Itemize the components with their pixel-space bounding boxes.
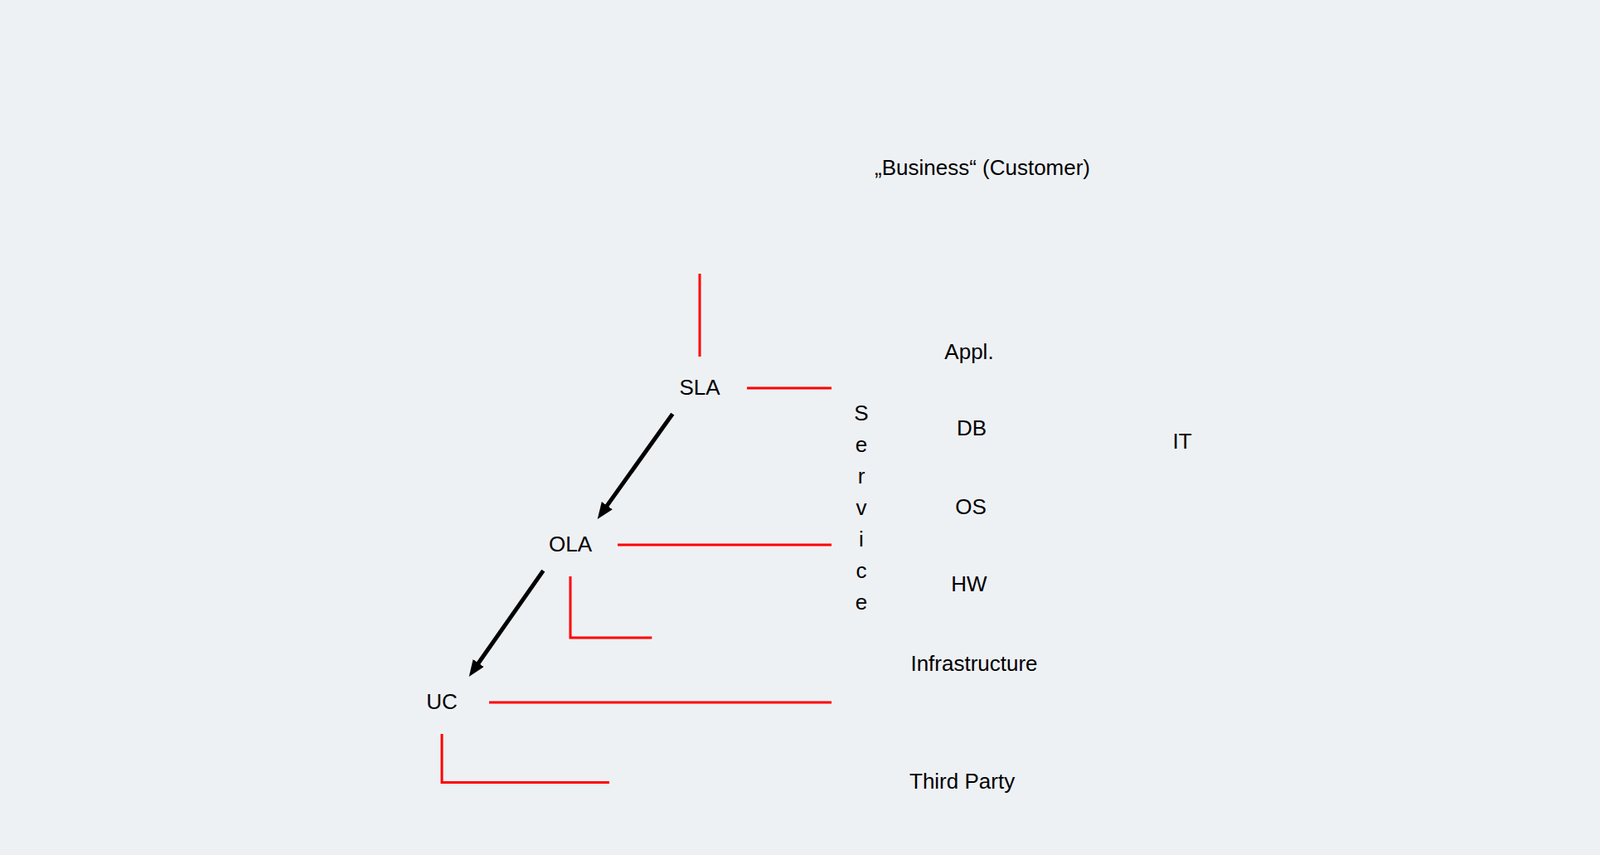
layer-shape xyxy=(798,376,1137,456)
ellipse-shape xyxy=(523,513,617,576)
red-connector xyxy=(489,701,832,704)
third-party-band: Third Party xyxy=(609,742,1332,822)
service-cylinder: Service xyxy=(831,203,892,799)
pyramid-layer: DB xyxy=(798,376,1137,456)
rect-shape xyxy=(1137,403,1227,481)
tunnel-arc xyxy=(1243,0,1560,855)
node-label: OLA xyxy=(548,531,592,558)
node-label: DB xyxy=(956,415,987,442)
node-label: Third Party xyxy=(909,768,1015,795)
node-label: Infrastructure xyxy=(910,650,1038,677)
ceiling-structure xyxy=(0,0,647,216)
pyramid-layer: Appl. xyxy=(861,247,1072,377)
pyramid-layer: HW xyxy=(671,533,1267,613)
layer-shape xyxy=(671,533,1267,613)
agreement-circle: UC xyxy=(394,670,490,734)
node-label: IT xyxy=(1172,428,1192,455)
red-connector xyxy=(570,576,652,638)
red-connector xyxy=(441,733,610,783)
magnet-window xyxy=(132,630,365,821)
tunnel-floor xyxy=(663,679,1600,855)
layer-shape xyxy=(861,247,1072,377)
red-connector xyxy=(698,273,702,357)
red-connector xyxy=(746,387,832,390)
pyramid-layer: OS xyxy=(734,455,1202,534)
cylinder-top xyxy=(831,203,892,228)
node-label: SLA xyxy=(678,374,720,401)
ellipse-shape xyxy=(395,671,489,733)
red-connector xyxy=(617,543,832,547)
arrow-connector xyxy=(476,570,544,666)
tunnel-wall xyxy=(1226,0,1600,855)
magnet-body xyxy=(0,383,664,855)
it-box: IT xyxy=(1137,403,1227,481)
chevron-shape xyxy=(609,63,1363,274)
pyramid-layer: Infrastructure xyxy=(609,612,1332,691)
cylinder-body xyxy=(831,203,892,799)
magnet-end xyxy=(572,389,705,771)
node-label: Appl. xyxy=(944,339,994,365)
pipe xyxy=(0,248,581,357)
node-label: „Business“ (Customer) xyxy=(874,155,1091,181)
layer-shape xyxy=(609,612,1332,691)
node-label: OS xyxy=(955,494,987,520)
rect-shape xyxy=(609,742,1332,822)
ellipse-shape xyxy=(653,357,747,419)
node-label: Service xyxy=(853,397,869,618)
agreement-circle: SLA xyxy=(652,356,747,420)
layer-shape xyxy=(734,455,1202,534)
node-label: HW xyxy=(950,571,987,597)
agreement-circle: OLA xyxy=(523,513,618,577)
node-label: UC xyxy=(426,688,458,715)
customer-arrow: „Business“ (Customer) xyxy=(609,63,1363,274)
arrow-connector xyxy=(605,413,673,509)
cable-lines xyxy=(66,215,266,349)
